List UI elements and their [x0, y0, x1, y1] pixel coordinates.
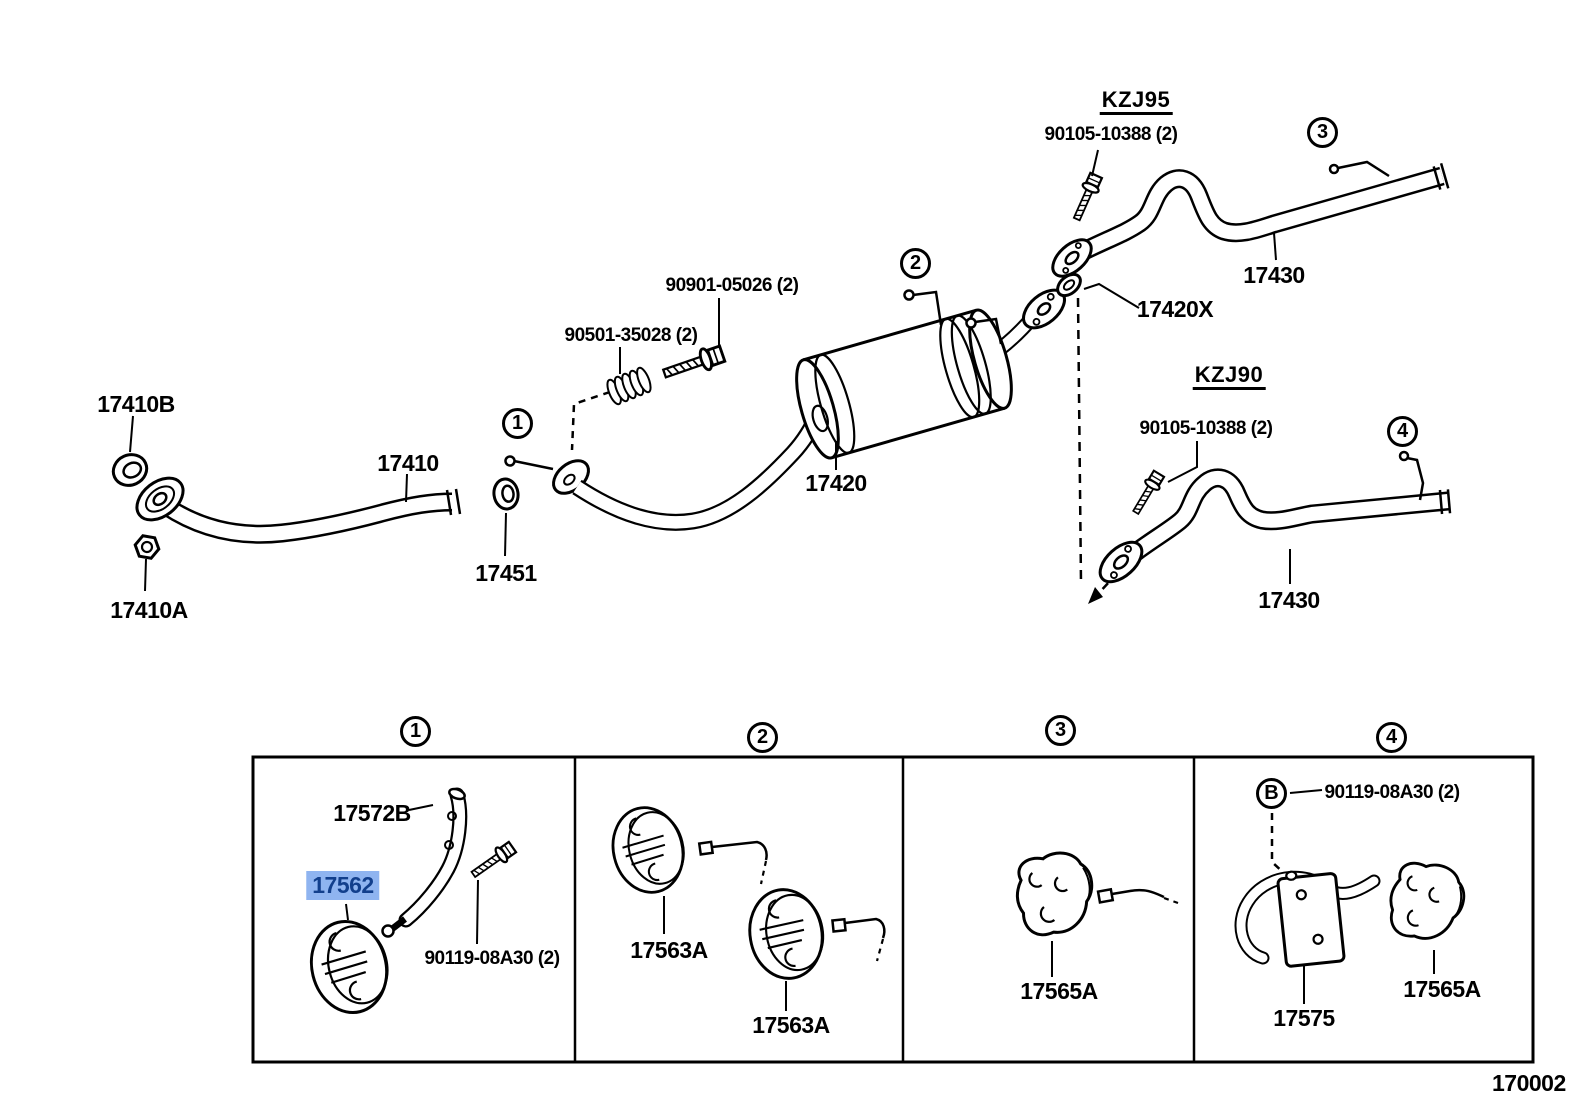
part-label-17451[interactable]: 17451: [475, 560, 537, 586]
callout-b: B: [1256, 778, 1287, 809]
callout-1-panel: 1: [400, 716, 431, 747]
gasket-17451-drawing: [492, 477, 520, 511]
part-label-17575[interactable]: 17575: [1273, 1005, 1335, 1031]
panel-3-drawing: [1011, 848, 1179, 977]
model-code-kzj90: KZJ90: [1192, 363, 1266, 391]
tailpipe-kzj90-drawing: [1098, 441, 1452, 584]
callout-3-top: 3: [1307, 117, 1338, 148]
part-label-17562-selected[interactable]: 17562: [306, 871, 380, 901]
part-label-17420X[interactable]: 17420X: [1136, 296, 1214, 322]
nut-17410A-drawing: [131, 533, 163, 561]
tailpipe-kzj95-drawing: [1051, 149, 1450, 278]
bolt-90901-drawing: [659, 298, 728, 386]
callout-4-panel: 4: [1376, 722, 1407, 753]
part-label-17563A-first[interactable]: 17563A: [630, 937, 708, 963]
part-label-17430-kzj95[interactable]: 17430: [1243, 262, 1305, 288]
hanger-table: [251, 755, 1535, 1064]
panel-2-drawing: [602, 798, 886, 1011]
muffler-assy-drawing: [572, 288, 1066, 531]
part-label-17420[interactable]: 17420: [805, 470, 867, 496]
figure-code: 170002: [1492, 1070, 1566, 1095]
callout-4-top: 4: [1387, 416, 1418, 447]
part-label-17565A-panel4[interactable]: 17565A: [1403, 976, 1481, 1002]
panel-4-drawing: [1234, 789, 1471, 1004]
part-label-17410A[interactable]: 17410A: [110, 597, 188, 623]
callout-1-top: 1: [502, 408, 533, 439]
part-label-17430-kzj90[interactable]: 17430: [1258, 587, 1320, 613]
panel-1-drawing: [300, 787, 519, 1023]
part-label-17410B[interactable]: 17410B: [97, 391, 175, 417]
part-label-17565A-panel3[interactable]: 17565A: [1020, 978, 1098, 1004]
model-code-kzj95: KZJ95: [1099, 88, 1173, 116]
callout-2-panel: 2: [747, 722, 778, 753]
part-label-90119-panel4[interactable]: 90119-08A30 (2): [1324, 782, 1460, 803]
part-label-17410[interactable]: 17410: [377, 450, 439, 476]
part-label-17572B[interactable]: 17572B: [333, 800, 411, 826]
part-label-17563A-second[interactable]: 17563A: [752, 1012, 830, 1038]
part-label-90901[interactable]: 90901-05026 (2): [665, 275, 800, 296]
part-label-90105-kzj90[interactable]: 90105-10388 (2): [1139, 418, 1274, 439]
part-label-90119-panel1[interactable]: 90119-08A30 (2): [424, 948, 560, 969]
callout-2-top: 2: [900, 248, 931, 279]
gasket-ring-17410B-drawing: [111, 453, 149, 487]
callout-3-panel: 3: [1045, 715, 1076, 746]
part-label-90105-kzj95[interactable]: 90105-10388 (2): [1044, 124, 1179, 145]
part-label-90501[interactable]: 90501-35028 (2): [564, 325, 699, 346]
front-pipe-drawing: [111, 415, 520, 592]
spring-90501-drawing: [606, 347, 652, 406]
